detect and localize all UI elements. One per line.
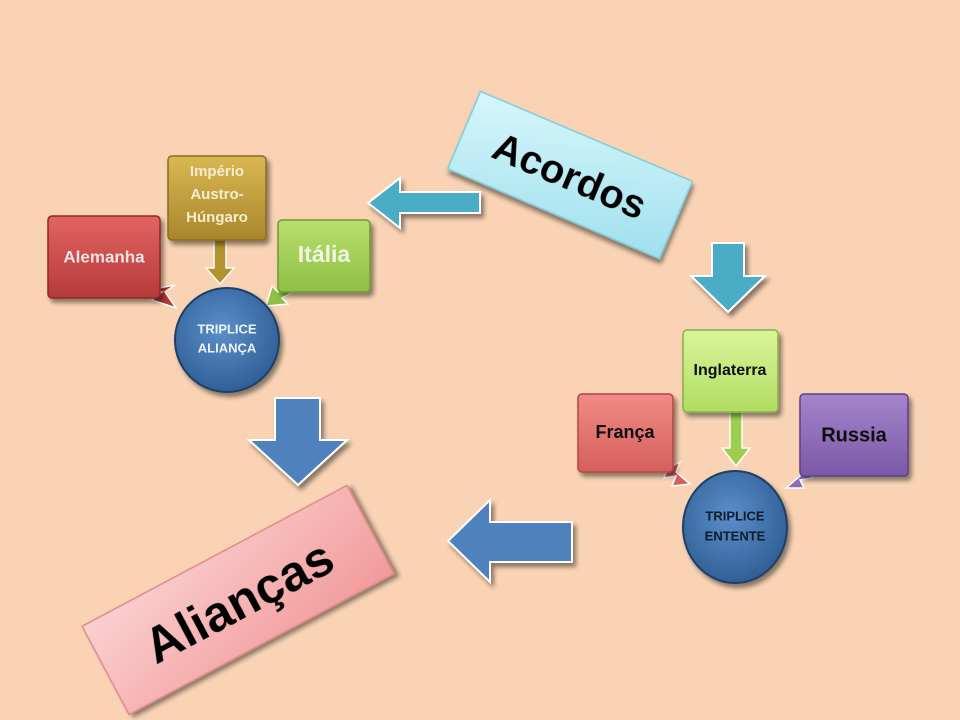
hub-triplice-alianca: TRIPLICE ALIANÇA <box>174 287 280 393</box>
aliancas-banner: Alianças <box>81 484 395 716</box>
russia-label: Russia <box>821 424 887 446</box>
austria-label-line3: Húngaro <box>186 209 248 226</box>
alemanha-label: Alemanha <box>63 247 145 266</box>
austria-label-line1: Império <box>190 163 244 180</box>
italia-label: Itália <box>298 241 351 267</box>
austria-label-line2: Austro- <box>190 186 243 203</box>
box-russia: Russia <box>799 393 909 477</box>
alianca-to-aliancas-arrow <box>246 397 350 487</box>
franca-label: França <box>595 422 655 442</box>
alianca-hub-line1: TRIPLICE <box>197 321 257 336</box>
entente-to-aliancas-arrow <box>446 497 573 585</box>
alianca-hub-line2: ALIANÇA <box>198 340 257 355</box>
box-inglaterra: Inglaterra <box>682 329 779 413</box>
acordos-banner: Acordos <box>446 90 694 260</box>
box-franca: França <box>577 393 674 473</box>
acordos-to-entente-arrow <box>688 242 768 314</box>
box-austria-hungria: Império Austro- Húngaro <box>167 155 267 241</box>
hub-triplice-entente: TRIPLICE ENTENTE <box>682 470 788 584</box>
acordos-to-alianca-arrow <box>366 175 481 231</box>
inglaterra-connector-arrow <box>720 409 752 468</box>
austria-connector-arrow <box>204 237 236 286</box>
entente-hub-line2: ENTENTE <box>705 528 766 543</box>
box-italia: Itália <box>277 219 371 293</box>
box-alemanha: Alemanha <box>47 215 161 299</box>
entente-hub-line1: TRIPLICE <box>705 508 765 523</box>
inglaterra-label: Inglaterra <box>694 362 767 379</box>
